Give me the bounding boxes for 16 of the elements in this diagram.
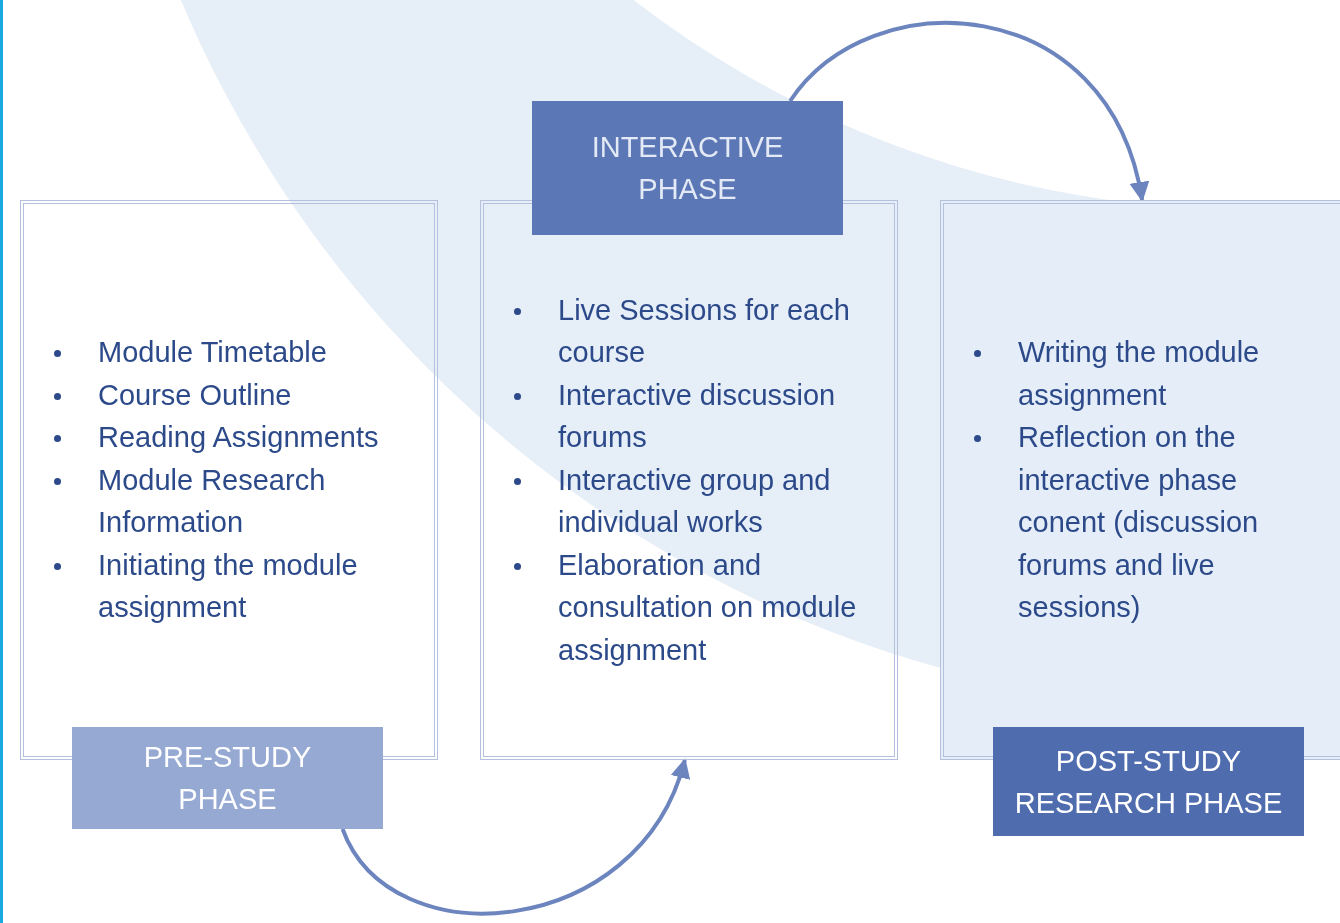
bullet-text: Interactive group and individual works	[558, 462, 832, 541]
phase-label: INTERACTIVE PHASE	[532, 101, 843, 235]
bullet-text: Reading Assignments	[98, 420, 379, 456]
bullet-text: Elaboration and consultation on module assignment	[558, 547, 858, 668]
bullet-text: Reflection on the interactive phase conent (discussion forums and live sessions)	[1018, 420, 1260, 626]
bullet-text: Course Outline	[98, 377, 292, 413]
bullet-text: Interactive discussion forums	[558, 377, 837, 456]
curved-arrow	[340, 758, 689, 916]
phase-label: POST-STUDY RESEARCH PHASE	[993, 727, 1304, 836]
bullet-text: Initiating the module assignment	[98, 547, 359, 626]
bullet-text: Live Sessions for each course	[558, 292, 851, 371]
curved-arrow	[788, 21, 1148, 202]
bullet-text: Module Research Information	[98, 462, 327, 541]
bullet-text: Module Timetable	[98, 335, 327, 371]
bullet-text: Writing the module assignment	[1018, 335, 1261, 413]
phase-label: PRE-STUDY PHASE	[72, 727, 383, 829]
